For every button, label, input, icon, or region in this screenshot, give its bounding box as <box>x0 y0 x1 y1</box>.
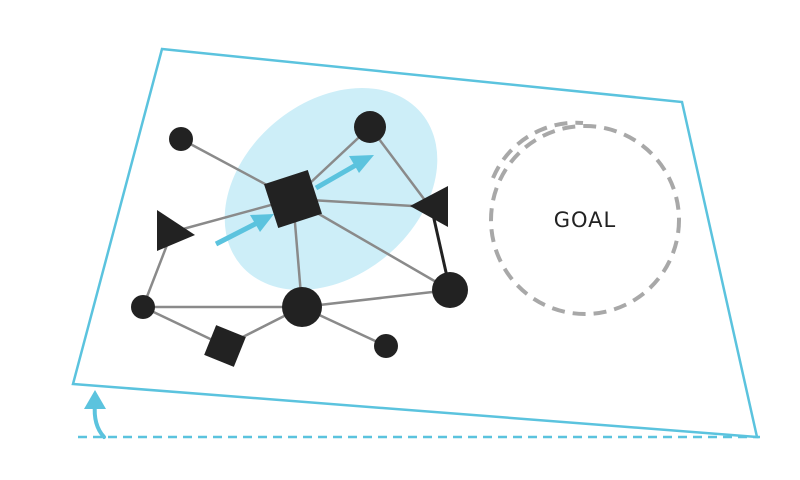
motion-arrow-upper-icon <box>349 155 374 173</box>
tilt-arrow-icon <box>84 390 106 409</box>
node-circle-top-left <box>169 127 193 151</box>
node-layer <box>131 111 468 367</box>
highlight-ellipse <box>224 88 438 290</box>
node-circle-bottom-small <box>374 334 398 358</box>
node-circle-bottom-left <box>131 295 155 319</box>
node-circle-bottom-right <box>432 272 468 308</box>
motion-arrow-lower-icon <box>250 214 274 232</box>
node-triangle-right <box>410 186 448 227</box>
graph-edge <box>301 288 451 309</box>
graph-edge <box>369 126 431 208</box>
node-square-center <box>264 170 322 228</box>
goal-circle <box>489 124 681 316</box>
node-triangle-left <box>157 210 195 251</box>
node-square-bottom <box>204 325 246 367</box>
tilted-frame <box>71 47 759 439</box>
goal-label: GOAL <box>554 208 617 232</box>
motion-arrow-lower-shaft <box>214 220 259 247</box>
motion-arrow-upper-shaft <box>314 162 358 191</box>
node-circle-bottom-center <box>282 287 322 327</box>
motion-arrows <box>214 155 374 247</box>
node-circle-top-right <box>354 111 386 143</box>
goal-target: GOAL <box>489 120 681 316</box>
